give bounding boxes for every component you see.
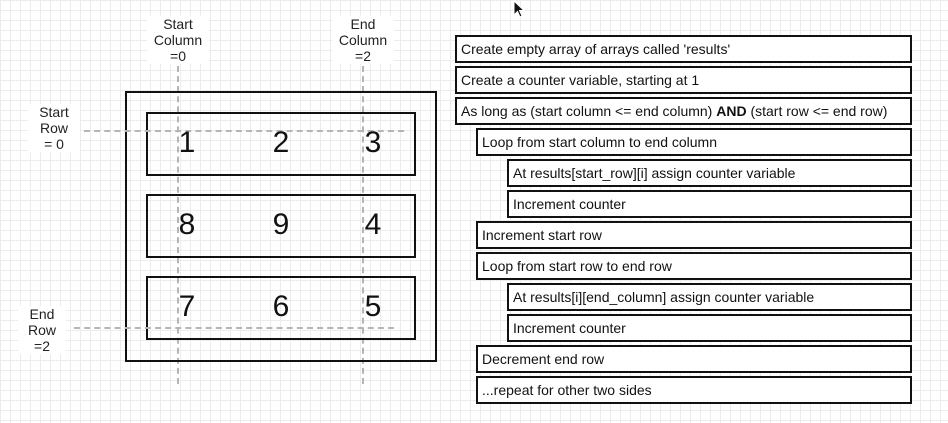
matrix-cell: 1 bbox=[178, 126, 196, 159]
end-column-label: End Column =2 bbox=[332, 16, 394, 64]
matrix-row-1 bbox=[146, 194, 416, 258]
matrix-outer-box bbox=[125, 91, 437, 362]
matrix-cell: 2 bbox=[272, 126, 290, 159]
matrix-cell: 7 bbox=[178, 290, 196, 323]
step-box: At results[start_row][i] assign counter … bbox=[507, 159, 912, 187]
matrix-cell: 4 bbox=[364, 208, 382, 241]
end-row-label: End Row =2 bbox=[18, 306, 66, 354]
end-column-guide bbox=[362, 66, 364, 384]
start-row-label: Start Row = 0 bbox=[28, 104, 80, 152]
step-box: Loop from start column to end column bbox=[476, 128, 912, 156]
matrix-cell: 8 bbox=[178, 208, 196, 241]
matrix-cell: 9 bbox=[272, 208, 290, 241]
step-box: Decrement end row bbox=[476, 345, 912, 373]
step-box: Create empty array of arrays called 'res… bbox=[455, 35, 912, 63]
matrix-cell: 3 bbox=[364, 126, 382, 159]
step-box: Increment counter bbox=[507, 314, 912, 342]
start-column-label: Start Column =0 bbox=[147, 16, 209, 64]
step-box: ...repeat for other two sides bbox=[476, 376, 912, 404]
step-box: As long as (start column <= end column) … bbox=[455, 97, 912, 125]
matrix-row-0 bbox=[146, 112, 416, 176]
mouse-pointer-icon bbox=[513, 0, 525, 18]
matrix-cell: 6 bbox=[272, 290, 290, 323]
step-box: Increment start row bbox=[476, 221, 912, 249]
step-box: Increment counter bbox=[507, 190, 912, 218]
step-box: At results[i][end_column] assign counter… bbox=[507, 283, 912, 311]
start-column-guide bbox=[177, 66, 179, 384]
step-box: Create a counter variable, starting at 1 bbox=[455, 66, 912, 94]
start-row-guide bbox=[84, 130, 404, 132]
matrix-cell: 5 bbox=[364, 290, 382, 323]
matrix-row-2 bbox=[146, 276, 416, 340]
end-row-guide bbox=[74, 327, 394, 329]
step-box: Loop from start row to end row bbox=[476, 252, 912, 280]
